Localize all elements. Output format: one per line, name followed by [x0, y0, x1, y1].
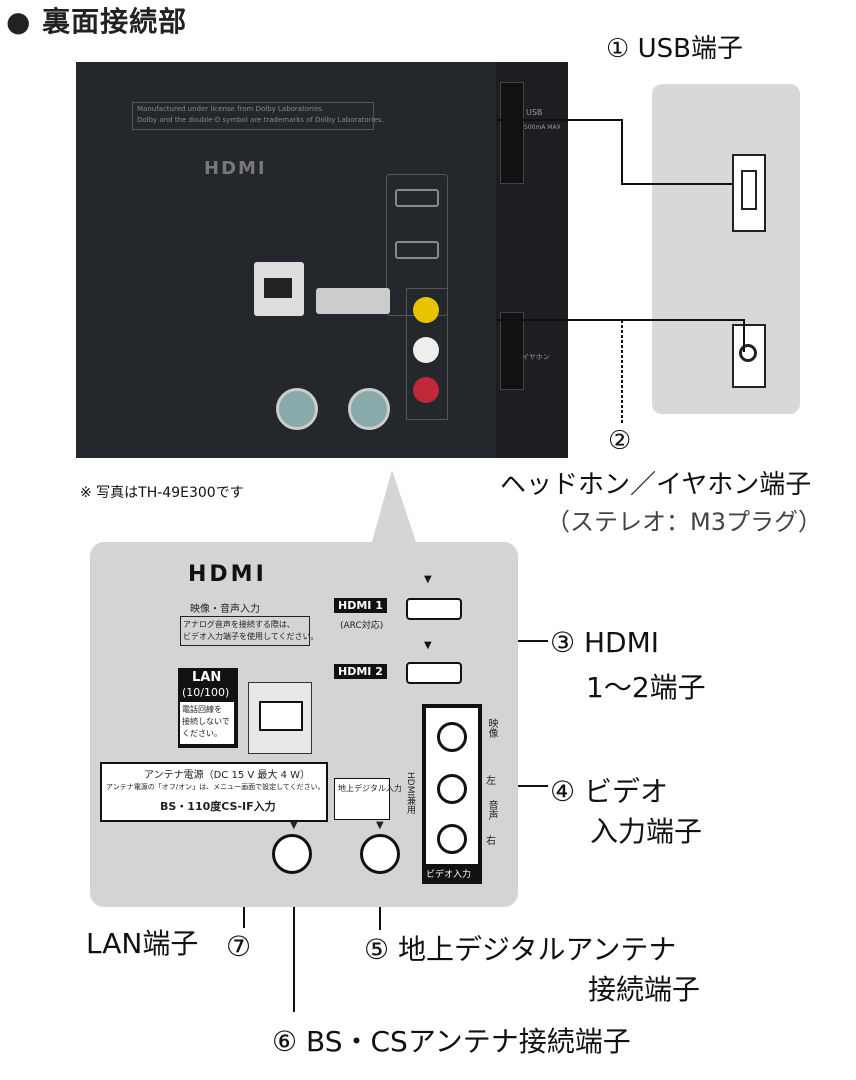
rear-panel-side-photo: USB 500mA MAX イヤホン	[496, 62, 568, 458]
lan-title: LAN	[192, 670, 222, 685]
inset-usb-port	[732, 154, 766, 232]
dolby-note-2: Dolby and the double-D symbol are tradem…	[137, 116, 384, 124]
terrestrial-arrow: ▼	[376, 820, 384, 831]
audio-r-jack	[437, 824, 467, 854]
bs-cs-antenna-port	[272, 834, 312, 874]
photo-headphone-recess	[500, 312, 524, 390]
lan-note-3: ください。	[182, 729, 222, 738]
av-input-label: 映像・音声入力	[190, 604, 260, 615]
callout-terrestrial: ⑤ 地上デジタルアンテナ	[364, 933, 677, 966]
page-title: ● 裏面接続部	[6, 5, 188, 38]
antenna-power-note: アンテナ電源の「オフ/オン」は、メニュー画面で設定してください。	[106, 783, 325, 791]
bs-cs-arrow: ▼	[290, 820, 298, 831]
callout-headphone-sub: （ステレオ：M3プラグ）	[546, 508, 822, 536]
hdmi-shared-label: HDMI兼用	[405, 772, 415, 815]
av-note-box: アナログ音声を接続する際は、 ビデオ入力端子を使用してください。	[180, 616, 319, 646]
audio-r-label: 右	[486, 836, 496, 847]
callout-video-sub: 入力端子	[590, 815, 703, 848]
lan-note-1: 電話回線を	[182, 705, 222, 714]
callout-hdmi-sub: 1～2端子	[586, 671, 706, 704]
photo-hdmi-panel	[386, 174, 448, 316]
hdmi1-port	[406, 598, 462, 620]
photo-usb-recess	[500, 82, 524, 184]
photo-audio-l-jack	[413, 337, 439, 363]
photo-usb-spec: 500mA MAX	[524, 124, 561, 131]
zoomed-panel-diagram: HDMI 映像・音声入力 アナログ音声を接続する際は、 ビデオ入力端子を使用して…	[90, 542, 518, 907]
photo-lan-port	[254, 262, 304, 316]
callout-headphone-num: ②	[608, 426, 632, 456]
callout-lan-num: ⑦	[226, 930, 252, 963]
dolby-note-1: Manufactured under license from Dolby La…	[137, 105, 325, 113]
photo-headphone-label: イヤホン	[522, 353, 550, 361]
callout-headphone: ヘッドホン／イヤホン端子	[500, 470, 812, 500]
hdmi2-tag: HDMI 2	[334, 664, 387, 679]
rear-panel-photo: Manufactured under license from Dolby La…	[76, 62, 568, 458]
inset-headphone-port	[732, 324, 766, 388]
photo-hdmi-logo: HDMI	[204, 158, 267, 179]
terrestrial-label: 地上デジタル入力	[338, 784, 402, 793]
av-note-2: ビデオ入力端子を使用してください。	[183, 632, 319, 641]
lan-note-box: 電話回線を 接続しないで ください。	[180, 702, 234, 744]
zoom-pointer	[372, 470, 416, 542]
hdmi2-arrow: ▼	[424, 640, 432, 651]
lan-label-box: LAN (10/100) 電話回線を 接続しないで ください。	[178, 668, 238, 748]
inset-headphone-jack	[739, 344, 757, 362]
antenna-label-box: アンテナ電源（DC 15 V 最大 4 W） アンテナ電源の「オフ/オン」は、メ…	[100, 762, 328, 822]
callout-lan: LAN端子	[86, 927, 199, 960]
video-input-inner	[426, 708, 478, 864]
audio-l-label: 左	[486, 776, 496, 787]
photo-note: ※ 写真はTH-49E300です	[80, 485, 244, 501]
hdmi1-arrow: ▼	[424, 574, 432, 585]
terrestrial-label-box: 地上デジタル入力	[334, 778, 402, 820]
callout-terrestrial-sub: 接続端子	[588, 973, 701, 1006]
photo-usb-label: USB	[526, 108, 543, 117]
headphone-leader-line	[496, 319, 745, 352]
photo-video-panel	[406, 288, 448, 420]
antenna-power: アンテナ電源（DC 15 V 最大 4 W）	[144, 770, 310, 781]
photo-bs-cs-coax	[276, 388, 318, 430]
callout-hdmi: ③ HDMI	[550, 626, 660, 659]
hdmi1-arc: (ARC対応)	[340, 621, 384, 631]
lan-port	[248, 682, 312, 754]
video-label: 映像	[486, 718, 497, 738]
photo-hdmi1-port	[395, 189, 439, 207]
audio-label: 音声	[486, 800, 497, 820]
usb-leader-line	[496, 119, 732, 185]
callout-usb: ① USB端子	[606, 34, 743, 64]
photo-audio-r-jack	[413, 377, 439, 403]
inset-usb-socket	[741, 170, 757, 210]
photo-hdmi2-port	[395, 241, 439, 259]
lan-note-2: 接続しないで	[182, 717, 230, 726]
callout-bs-cs: ⑥ BS・CSアンテナ接続端子	[272, 1025, 631, 1058]
bs-cs-label: BS・110度CS-IF入力	[160, 800, 276, 813]
video-jack	[437, 722, 467, 752]
lan-socket	[259, 701, 303, 731]
callout-video: ④ ビデオ	[550, 775, 669, 808]
diagram-hdmi-logo: HDMI	[188, 562, 267, 587]
hdmi2-port	[406, 662, 462, 684]
video-input-panel: ビデオ入力	[422, 704, 482, 884]
side-panel-inset	[652, 84, 800, 414]
dolby-notice-box: Manufactured under license from Dolby La…	[132, 102, 384, 130]
lan-speed: (10/100)	[182, 686, 230, 699]
hdmi1-tag: HDMI 1	[334, 598, 387, 613]
terrestrial-antenna-port	[360, 834, 400, 874]
photo-video-jack-yellow	[413, 297, 439, 323]
photo-terrestrial-coax	[348, 388, 390, 430]
av-note-1: アナログ音声を接続する際は、	[183, 620, 295, 629]
video-input-label: ビデオ入力	[426, 870, 472, 880]
photo-lan-socket	[264, 278, 292, 298]
audio-l-jack	[437, 774, 467, 804]
photo-d4-port	[316, 288, 390, 314]
